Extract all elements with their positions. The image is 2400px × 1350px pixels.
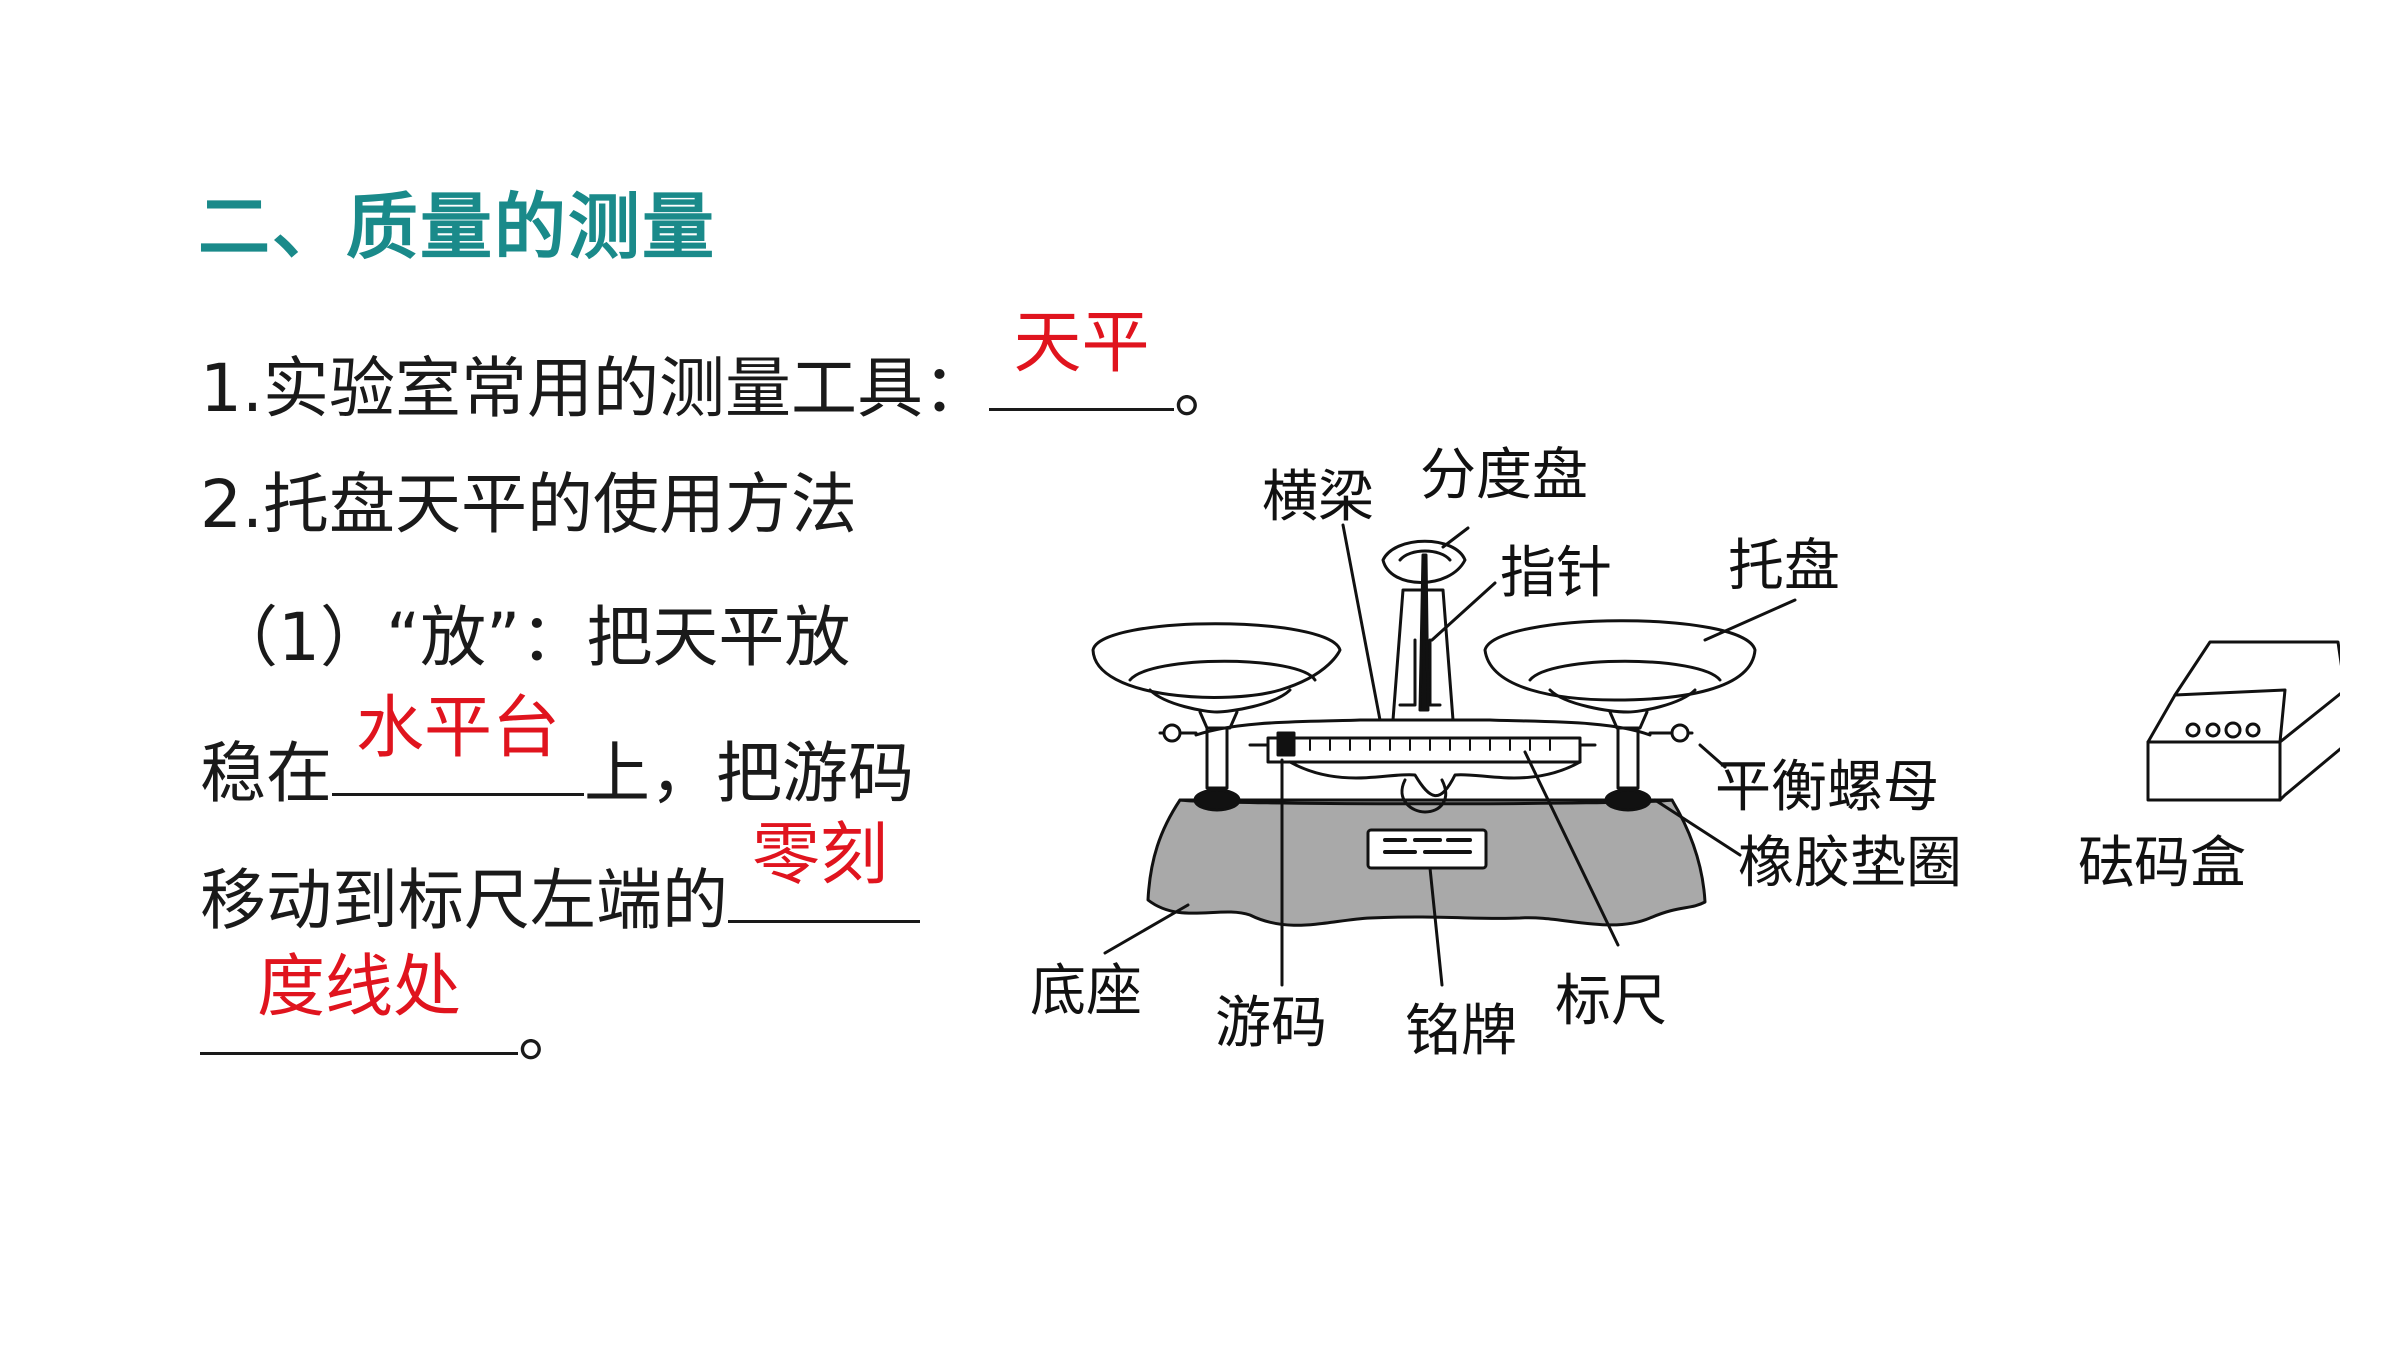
step-1-line-2-suffix: 上，把游码 <box>584 735 914 812</box>
leader-nut <box>1698 743 1727 769</box>
answer-blank-3: 零刻 <box>728 822 920 923</box>
answer-shuipingtai: 水平台 <box>355 689 561 768</box>
answer-duxianchu: 度线处 <box>256 948 462 1027</box>
step-1-line-4-suffix: 。 <box>518 994 584 1071</box>
answer-blank-4: 度线处 <box>200 954 518 1055</box>
step-1-line-3-prefix: 移动到标尺左端的 <box>200 862 728 939</box>
leader-pan <box>1703 598 1797 642</box>
leader-nameplate <box>1428 866 1444 987</box>
rider-shape <box>1276 731 1296 757</box>
label-pointer: 指针 <box>1500 541 1612 606</box>
label-base: 底座 <box>1030 959 1142 1024</box>
answer-tianping: 天平 <box>1013 304 1150 383</box>
label-scale: 标尺 <box>1555 969 1667 1034</box>
question-1-suffix: 。 <box>1173 350 1240 427</box>
leader-ring <box>1653 798 1742 857</box>
step-1-line-2-prefix: 稳在 <box>200 735 332 812</box>
leader-dial <box>1441 526 1470 549</box>
nameplate-shape <box>1366 828 1488 870</box>
leader-scale <box>1523 750 1620 947</box>
left-rubber-ring <box>1193 788 1241 812</box>
label-rubber-ring: 橡胶垫圈 <box>1738 831 1962 896</box>
label-pan: 托盘 <box>1728 534 1840 599</box>
question-1-prefix: 1.实验室常用的测量工具： <box>200 350 989 427</box>
label-dial: 分度盘 <box>1420 443 1588 508</box>
label-rider: 游码 <box>1215 991 1327 1056</box>
step-1-line-3: 移动到标尺左端的零刻 <box>200 822 920 934</box>
answer-blank-1: 天平 <box>988 310 1174 411</box>
step-1-line-1: （1）“放”：把天平放 <box>212 599 851 676</box>
leader-beam <box>1341 523 1382 722</box>
balance-diagram: 横梁 分度盘 指针 托盘 平衡螺母 橡胶垫圈 砝码盒 底座 游码 铭牌 标尺 <box>1030 443 2340 1064</box>
label-balance-nut: 平衡螺母 <box>1715 755 1939 820</box>
question-1: 1.实验室常用的测量工具：天平。 <box>200 310 1240 422</box>
leader-pointer <box>1430 581 1497 642</box>
label-beam: 横梁 <box>1262 465 1374 530</box>
answer-blank-2: 水平台 <box>332 695 584 796</box>
section-heading: 二、质量的测量 <box>198 185 717 269</box>
leader-base <box>1103 903 1190 955</box>
step-1-line-2: 稳在水平台上，把游码 <box>200 695 914 807</box>
question-2-title: 2.托盘天平的使用方法 <box>200 466 857 543</box>
pointer-shape <box>1418 553 1430 712</box>
answer-lingke: 零刻 <box>752 816 889 895</box>
step-1-line-4: 度线处。 <box>200 954 584 1066</box>
label-weight-box: 砝码盒 <box>2078 831 2246 896</box>
label-nameplate: 铭牌 <box>1405 999 1517 1064</box>
right-rubber-ring <box>1604 788 1652 812</box>
scale-ruler <box>1266 736 1582 764</box>
